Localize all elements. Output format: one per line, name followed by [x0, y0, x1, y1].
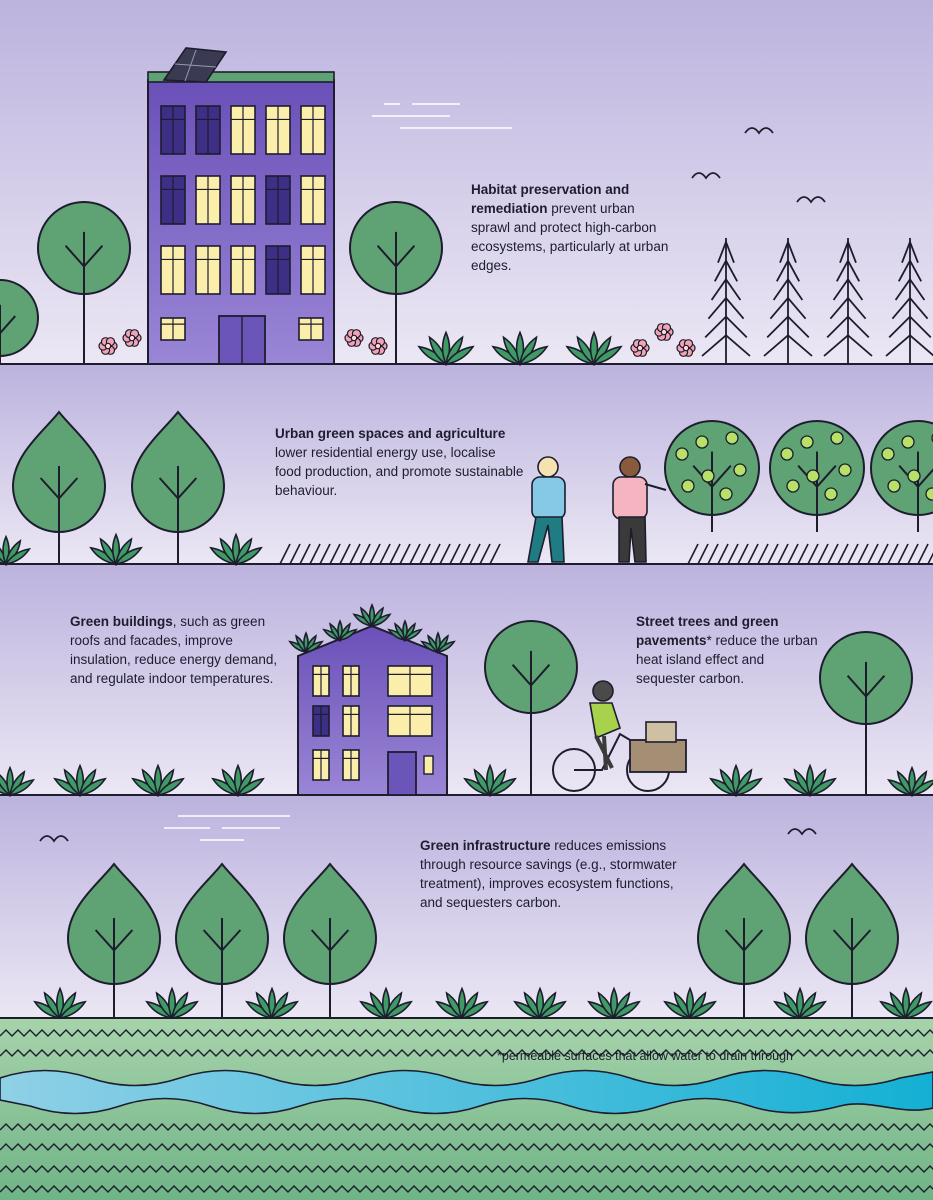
fruit-cluster	[780, 431, 852, 501]
hatched-ground	[687, 543, 933, 565]
green-buildings-caption: Green buildings, such as green roofs and…	[70, 612, 285, 688]
cargo-bike-cyclist	[552, 680, 687, 792]
shrub	[89, 532, 143, 566]
shrub	[773, 986, 827, 1020]
hatched-ground	[279, 543, 501, 565]
shrub	[435, 986, 489, 1020]
person-picking-fruit	[612, 456, 667, 563]
green-spaces-body: lower residential energy use, localise f…	[275, 445, 524, 498]
flower	[676, 339, 696, 357]
shrub	[33, 986, 87, 1020]
round-tree	[870, 420, 933, 532]
flower	[98, 337, 118, 355]
green-spaces-heading: Urban green spaces and agriculture	[275, 426, 506, 441]
shrub	[709, 763, 763, 797]
street-trees-caption: Street trees and green pavements* reduce…	[636, 612, 826, 688]
fruit-cluster	[675, 431, 747, 501]
wind-lines	[372, 103, 512, 129]
drop-tree	[130, 410, 226, 564]
bird-icon	[796, 196, 826, 204]
shrub	[783, 763, 837, 797]
flower	[630, 339, 650, 357]
pine-tree	[885, 238, 933, 364]
flower	[654, 323, 674, 341]
river	[0, 1069, 933, 1115]
shrub	[245, 986, 299, 1020]
drop-tree	[11, 410, 107, 564]
shrub	[145, 986, 199, 1020]
street-trees-body: * reduce the urban heat island effect an…	[636, 633, 818, 686]
green-buildings-heading: Green buildings	[70, 614, 173, 629]
green-infrastructure-body: reduces emissions through resource savin…	[420, 838, 677, 910]
flower	[368, 337, 388, 355]
drop-tree	[174, 862, 270, 1018]
bird-icon	[744, 127, 774, 135]
shrub	[53, 763, 107, 797]
shrub	[513, 986, 567, 1020]
shrub	[211, 763, 265, 797]
pine-tree	[763, 238, 813, 364]
shrub	[886, 765, 933, 797]
pine-tree	[823, 238, 873, 364]
green-buildings-body: , such as green roofs and facades, impro…	[70, 614, 278, 686]
sky-band-3	[0, 564, 933, 795]
shrub	[565, 330, 623, 366]
solar-panel-icon	[162, 47, 228, 83]
shrub	[463, 763, 517, 797]
ground-and-river	[0, 1019, 933, 1200]
shrub	[879, 986, 933, 1020]
bird-icon	[787, 828, 817, 836]
decor-layer	[0, 47, 933, 1020]
shrub	[663, 986, 717, 1020]
habitat-heading: Habitat preservation and remediation	[471, 182, 630, 216]
shrub	[417, 330, 475, 366]
drop-tree	[282, 862, 378, 1018]
pine-tree	[701, 238, 751, 364]
drop-tree	[696, 862, 792, 1018]
round-tree	[819, 631, 913, 795]
shrub	[387, 619, 423, 642]
round-tree	[0, 279, 39, 364]
habitat-body: prevent urban sprawl and protect high-ca…	[471, 201, 669, 273]
street-trees-heading: Street trees and green pavements	[636, 614, 779, 648]
footnote: *permeable surfaces that allow water to …	[497, 1049, 793, 1063]
shrub	[352, 603, 392, 628]
apartment-building	[147, 71, 335, 365]
round-tree	[484, 620, 578, 795]
bird-icon	[39, 835, 69, 843]
shrub	[491, 330, 549, 366]
fruit-cluster	[881, 433, 933, 501]
green-infrastructure-caption: Green infrastructure reduces emissions t…	[420, 836, 690, 912]
shrub	[288, 631, 324, 654]
round-tree	[349, 201, 443, 364]
shrub	[359, 986, 413, 1020]
green-spaces-caption: Urban green spaces and agriculture lower…	[275, 424, 525, 500]
shrub	[0, 765, 36, 797]
green-building	[297, 624, 448, 796]
wind-lines	[164, 815, 290, 841]
shrub	[131, 763, 185, 797]
grass-zigzags	[0, 1029, 933, 1193]
shrub	[209, 532, 263, 566]
shrub	[420, 631, 456, 654]
sky-band-1	[0, 0, 933, 364]
shrub	[322, 619, 358, 642]
drop-tree	[66, 862, 162, 1018]
shrub	[587, 986, 641, 1020]
person-walking	[527, 456, 566, 563]
green-infrastructure-heading: Green infrastructure	[420, 838, 551, 853]
habitat-caption: Habitat preservation and remediation pre…	[471, 180, 671, 275]
bird-icon	[691, 172, 721, 180]
drop-tree	[804, 862, 900, 1018]
flower	[344, 329, 364, 347]
round-tree	[37, 201, 131, 364]
shrub	[0, 534, 32, 566]
flower	[122, 329, 142, 347]
